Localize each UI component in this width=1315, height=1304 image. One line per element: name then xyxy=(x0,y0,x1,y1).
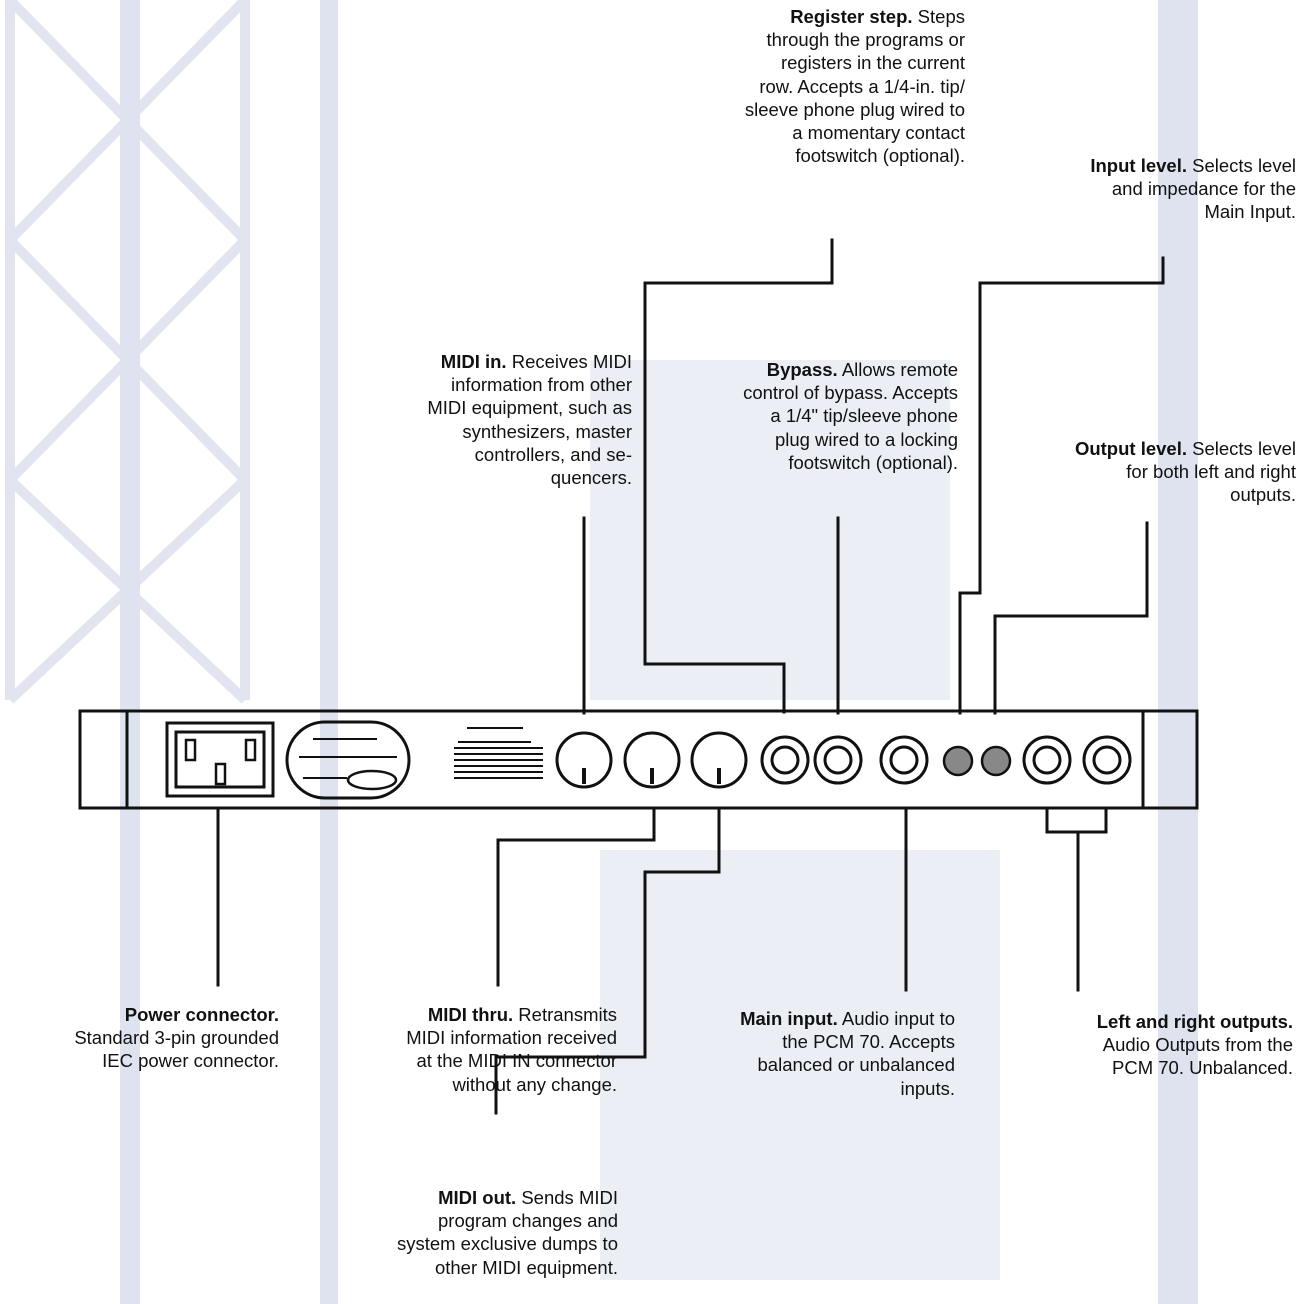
callout-register-step: Register step. Steps through the program… xyxy=(744,6,965,167)
leader-midi-out xyxy=(494,806,721,1115)
callout-title: MIDI thru. xyxy=(427,1004,514,1025)
register-step-jack xyxy=(760,735,810,785)
panel-body xyxy=(78,709,1199,810)
input-level-knob xyxy=(942,745,974,777)
callout-midi-thru: MIDI thru. Retransmits MIDI information … xyxy=(406,1004,617,1095)
callout-power-connector: Power connector. Standard 3-pin grounded… xyxy=(74,1004,279,1072)
power-connector xyxy=(165,721,275,798)
watermark-bar-mid xyxy=(320,0,338,1304)
callout-title: MIDI out. xyxy=(438,1187,517,1208)
callout-title: Left and right outputs. xyxy=(1096,1011,1293,1032)
callout-midi-out: MIDI out. Sends MIDI program changes and… xyxy=(396,1187,618,1278)
callout-input-level: Input level. Selects level and impedance… xyxy=(1090,155,1296,223)
leader-output-level xyxy=(993,521,1149,715)
oval-label-plate xyxy=(285,720,411,800)
main-input-jack xyxy=(879,735,929,785)
callout-title: MIDI in. xyxy=(440,351,507,372)
leader-input-level xyxy=(958,256,1165,715)
midi-out-jack xyxy=(690,731,748,789)
midi-in-jack xyxy=(555,731,613,789)
callout-midi-in: MIDI in. Receives MIDI information from … xyxy=(427,351,632,489)
callout-title: Main input. xyxy=(740,1008,838,1029)
watermark-block xyxy=(590,360,950,700)
callout-output-level: Output level. Selects level for both lef… xyxy=(1074,438,1296,506)
callout-title: Input level. xyxy=(1090,155,1187,176)
watermark-block-lower xyxy=(600,850,1000,1280)
bypass-jack xyxy=(813,735,863,785)
output-level-knob xyxy=(980,745,1012,777)
left-output-jack xyxy=(1022,735,1072,785)
watermark-lattice xyxy=(5,0,250,704)
watermark-bar-right xyxy=(1158,0,1198,1304)
callout-title: Output level. xyxy=(1074,438,1187,459)
callout-title: Bypass. xyxy=(766,359,838,380)
callout-title: Power connector. xyxy=(124,1004,279,1025)
leader-midi-thru xyxy=(496,806,656,987)
callout-left-right-outputs: Left and right outputs. Audio Outputs fr… xyxy=(1096,1011,1293,1079)
midi-thru-jack xyxy=(623,731,681,789)
right-output-jack xyxy=(1082,735,1132,785)
callout-title: Register step. xyxy=(790,6,913,27)
leader-register-step xyxy=(643,238,834,714)
watermark-bar-left xyxy=(120,0,140,1304)
callout-main-input: Main input. Audio input to the PCM 70. A… xyxy=(740,1008,955,1099)
callout-bypass: Bypass. Allows remote control of bypass.… xyxy=(743,359,958,473)
vent-lines xyxy=(454,727,543,779)
leader-left-right-outputs xyxy=(1045,808,1108,992)
